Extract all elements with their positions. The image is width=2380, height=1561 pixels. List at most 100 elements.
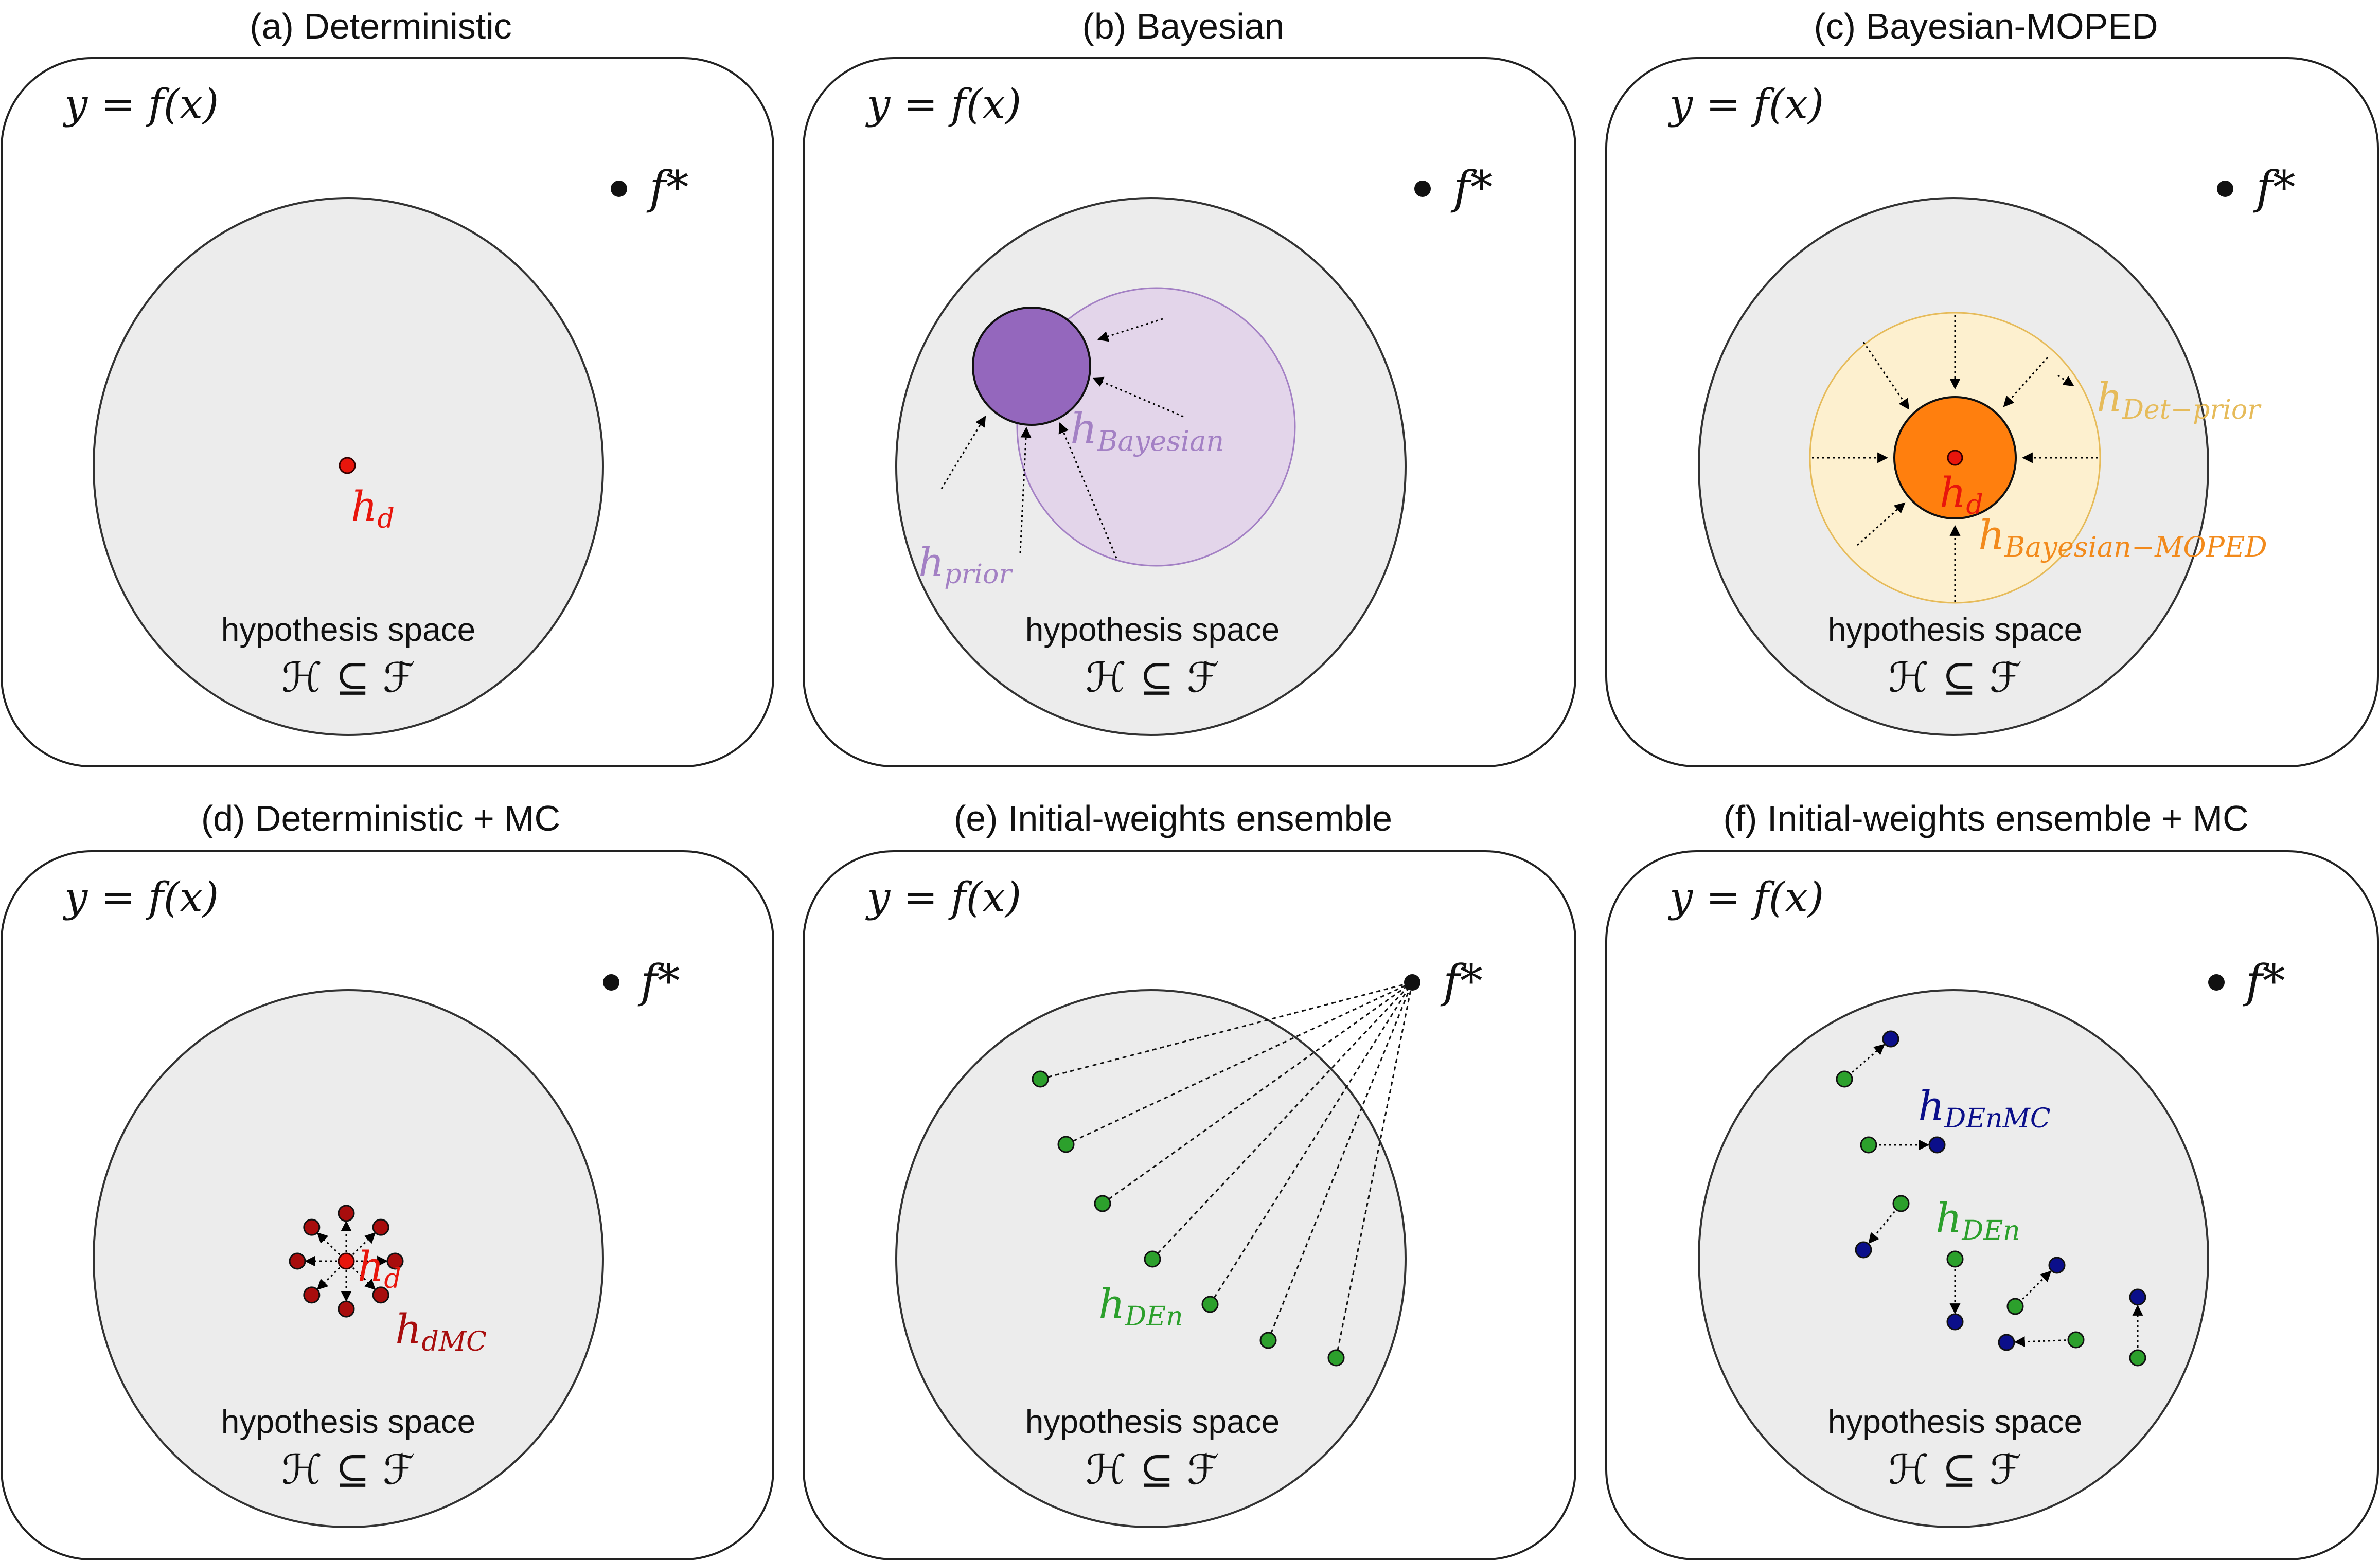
- moped-update-arrows: [1812, 315, 2098, 602]
- update-arrow: [2003, 356, 2049, 407]
- update-arrow: [940, 416, 986, 489]
- distance-line: [1267, 982, 1413, 1341]
- ensemble-member-point: [1259, 1332, 1277, 1349]
- panel-title: (e) Initial-weights ensemble: [954, 798, 1392, 838]
- target-function-point: [1404, 974, 1420, 991]
- ensemble-member-point: [2129, 1349, 2146, 1367]
- update-arrow: [1019, 426, 1032, 553]
- prior-label: hprior: [918, 540, 1013, 590]
- mc-sample-point: [1928, 1136, 1946, 1154]
- bayesian-moped-label: hBayesian−MOPED: [1978, 511, 2267, 563]
- hypothesis-set-label: ℋ ⊆ ℱ: [1888, 654, 2022, 702]
- ensemble-member-point: [1836, 1070, 1853, 1088]
- mc-arrow: [1844, 1044, 1885, 1080]
- mc-dropout-arrows: [304, 1220, 388, 1302]
- ensemble-member-point: [1946, 1250, 1964, 1268]
- ensemble-mc-arrows: [1844, 1044, 2143, 1358]
- hypothesis-set-label: ℋ ⊆ ℱ: [1086, 654, 1219, 702]
- target-function-point: [1414, 181, 1431, 197]
- ensemble-member-point: [2006, 1298, 2024, 1315]
- mc-arrow: [316, 1232, 341, 1255]
- update-arrow: [1857, 502, 1906, 546]
- den-label: hDEn: [1098, 1280, 1183, 1332]
- hypothesis-space-label: hypothesis space: [1025, 1403, 1280, 1440]
- update-arrow: [1097, 318, 1163, 342]
- target-function-label: f*: [646, 161, 689, 214]
- mc-sample-point: [338, 1205, 355, 1222]
- panel-b: (b) Bayesian y = f(x) f* hBayesian hprio…: [803, 6, 1576, 767]
- deterministic-point: [1947, 450, 1963, 466]
- function-equation: y = f(x): [63, 80, 219, 128]
- target-function-label: f*: [2253, 161, 2296, 214]
- hd-label: hd: [358, 1243, 401, 1295]
- ensemble-member-point: [2067, 1331, 2085, 1349]
- deterministic-point: [339, 457, 356, 474]
- update-arrow: [1058, 422, 1117, 559]
- ensemble-member-point: [1032, 1070, 1049, 1088]
- distance-line: [1065, 981, 1413, 1145]
- hypothesis-set-label: ℋ ⊆ ℱ: [1888, 1446, 2022, 1494]
- mc-sample-point: [372, 1218, 389, 1236]
- hypothesis-space-label: hypothesis space: [1828, 1403, 2083, 1440]
- ensemble-member-point: [1201, 1296, 1219, 1313]
- mc-sample-point: [289, 1252, 306, 1270]
- denmc-label: hDEnMC: [1918, 1082, 2051, 1134]
- panel-a: (a) Deterministic y = f(x) f* hd hypothe…: [1, 6, 774, 767]
- update-arrow: [2057, 374, 2074, 387]
- mc-sample-point: [338, 1300, 355, 1318]
- posterior-update-arrows: [940, 318, 1184, 559]
- mc-arrow: [316, 1267, 341, 1290]
- mc-arrow: [1868, 1203, 1902, 1244]
- hdmc-label: hdMC: [395, 1305, 487, 1357]
- ensemble-distance-lines: [1040, 981, 1413, 1358]
- target-function-point: [611, 181, 627, 197]
- function-equation: y = f(x): [63, 873, 219, 921]
- function-equation: y = f(x): [1668, 873, 1824, 921]
- function-equation: y = f(x): [865, 80, 1021, 128]
- mc-sample-point: [2048, 1257, 2066, 1274]
- panel-f: (f) Initial-weights ensemble + MC y = f(…: [1605, 798, 2379, 1560]
- mc-sample-point: [1855, 1241, 1872, 1259]
- panel-title: (c) Bayesian-MOPED: [1814, 6, 2158, 46]
- update-arrow: [1092, 376, 1184, 418]
- mc-sample-point: [2129, 1288, 2146, 1306]
- mc-sample-point: [303, 1218, 321, 1236]
- bayesian-posterior-region: [972, 307, 1091, 426]
- update-arrow: [1862, 342, 1910, 410]
- function-equation: y = f(x): [865, 873, 1021, 921]
- hypothesis-space-label: hypothesis space: [221, 611, 476, 648]
- hypothesis-set-label: ℋ ⊆ ℱ: [281, 1446, 415, 1494]
- hypothesis-space-label: hypothesis space: [1828, 611, 2083, 648]
- target-function-point: [603, 974, 619, 991]
- bayesian-label: hBayesian: [1070, 405, 1224, 457]
- hd-label: hd: [351, 482, 395, 534]
- mc-sample-point: [1882, 1030, 1899, 1048]
- mc-arrow: [352, 1267, 376, 1290]
- target-function-label: f*: [1440, 955, 1483, 1008]
- distance-line: [1102, 981, 1413, 1205]
- ensemble-member-point: [1094, 1195, 1111, 1212]
- hypothesis-space-label: hypothesis space: [1025, 611, 1280, 648]
- target-function-label: f*: [2243, 955, 2285, 1008]
- panel-e: (e) Initial-weights ensemble y = f(x) f*…: [803, 798, 1576, 1560]
- distance-line: [1335, 982, 1413, 1358]
- panel-title: (a) Deterministic: [250, 6, 512, 46]
- den-label: hDEn: [1935, 1194, 2020, 1246]
- deterministic-point: [338, 1252, 355, 1270]
- ensemble-mc-members: [1836, 1030, 2146, 1367]
- hypothesis-set-label: ℋ ⊆ ℱ: [1086, 1446, 1219, 1494]
- panel-title: (d) Deterministic + MC: [201, 798, 560, 838]
- distance-line: [1209, 982, 1413, 1305]
- mc-sample-point: [1998, 1334, 2015, 1351]
- ensemble-member-point: [1144, 1250, 1161, 1268]
- panel-title: (f) Initial-weights ensemble + MC: [1723, 798, 2248, 838]
- distance-line: [1151, 981, 1413, 1260]
- target-function-point: [2208, 974, 2225, 991]
- ensemble-member-point: [1860, 1136, 1877, 1154]
- mc-sample-point: [372, 1286, 389, 1304]
- ensemble-member-point: [1327, 1349, 1345, 1367]
- panel-d: (d) Deterministic + MC y = f(x) f* hd hd…: [1, 798, 774, 1560]
- hypothesis-space-label: hypothesis space: [221, 1403, 476, 1440]
- mc-sample-point: [1946, 1313, 1964, 1331]
